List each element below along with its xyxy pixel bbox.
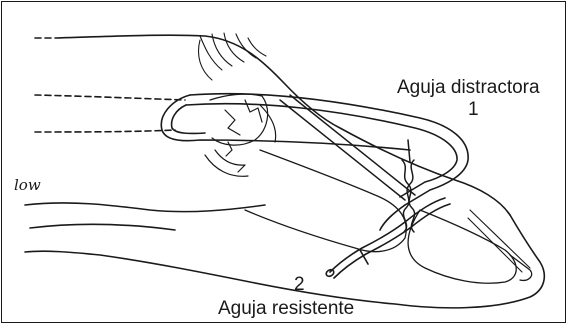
resistant-needle-label: Aguja resistente <box>218 299 354 318</box>
proximal-line-mid <box>35 95 185 100</box>
palm-crease <box>25 203 265 212</box>
distractor-needle-number: 1 <box>468 100 479 119</box>
side-note: low <box>14 178 41 193</box>
proximal-line-low <box>35 130 175 132</box>
distal-phalanx <box>408 210 516 283</box>
palm-crease-lower <box>30 224 175 230</box>
finger-tip-contour <box>25 215 544 308</box>
resistant-wire <box>325 198 450 278</box>
resistant-needle-number: 2 <box>294 275 305 294</box>
distractor-needle-label: Aguja distractora <box>397 78 540 97</box>
fracture-fragments <box>205 94 276 176</box>
